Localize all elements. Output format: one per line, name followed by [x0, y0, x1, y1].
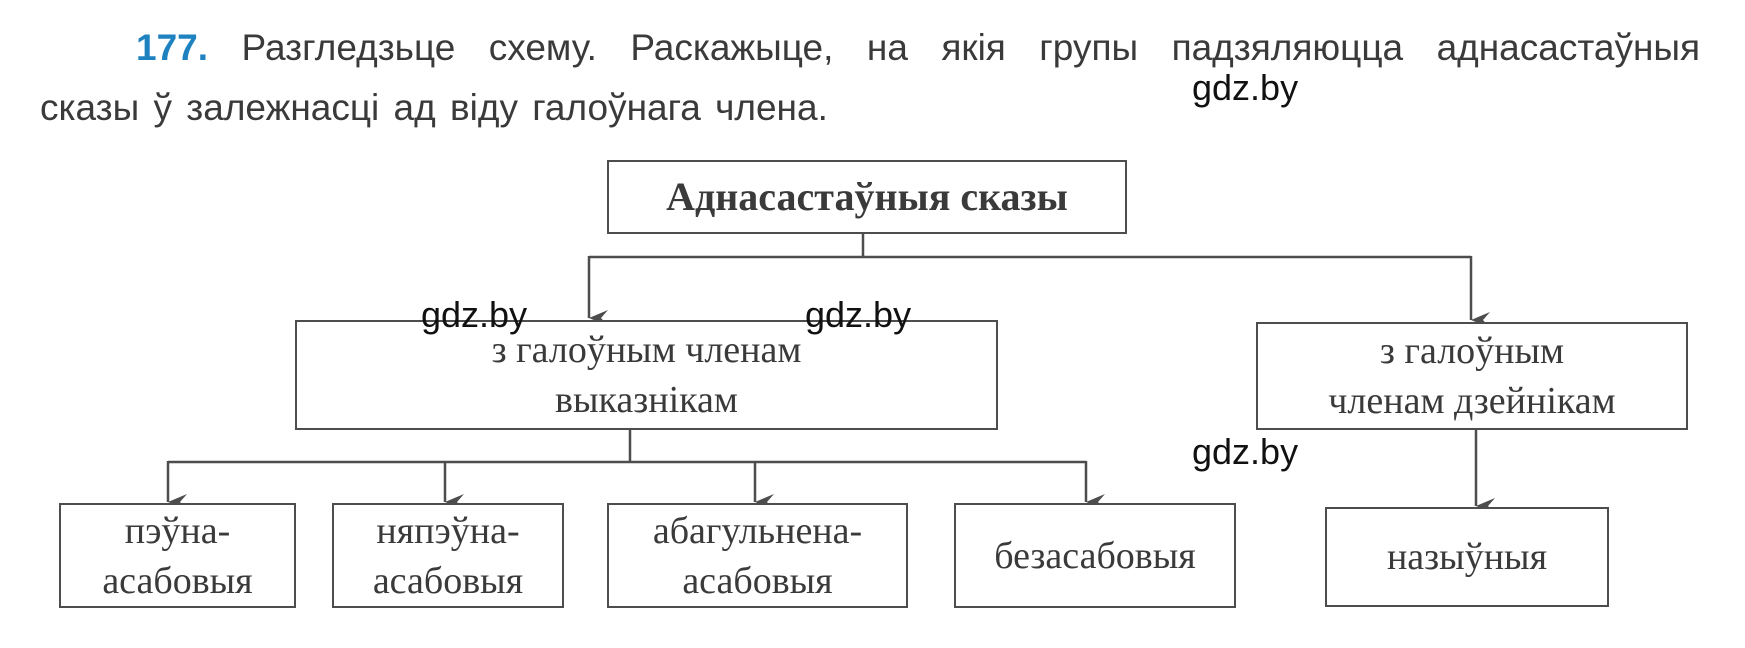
- task-text: 177. Разгледзьце схему. Раскажыце, на як…: [40, 18, 1700, 138]
- indefinite-personal-line-1: няпэўна-: [376, 509, 520, 552]
- indefinite-personal-line-2: асабовыя: [372, 559, 524, 602]
- indefinite-personal-box: няпэўна- асабовыя: [332, 503, 564, 608]
- subject-branch-line-1: з галоўным: [1379, 330, 1565, 372]
- definite-personal-line-1: пэўна-: [124, 509, 231, 552]
- watermark: gdz.by: [805, 294, 912, 335]
- impersonal-box: безасабовыя: [954, 503, 1236, 608]
- task-line-1-text: Разгледзьце схему. Раскажыце, на якія гр…: [241, 27, 1701, 68]
- root-box: Аднасастаўныя сказы: [607, 160, 1127, 234]
- watermark: gdz.by: [1192, 431, 1299, 472]
- nominative-label: назыўныя: [1386, 536, 1548, 578]
- generalized-personal-box: абагульнена- асабовыя: [607, 503, 908, 608]
- predicate-branch-box: з галоўным членам выказнікам: [295, 320, 998, 430]
- root-label: Аднасастаўныя сказы: [666, 174, 1068, 219]
- task-number: 177.: [136, 27, 209, 68]
- impersonal-label: безасабовыя: [994, 534, 1196, 577]
- subject-branch-line-2: членам дзейнікам: [1328, 380, 1616, 422]
- task-line-2: сказы ў залежнасці ад віду галоўнага чле…: [40, 87, 828, 128]
- definite-personal-box: пэўна- асабовыя: [59, 503, 296, 608]
- predicate-branch-line-2: выказнікам: [555, 379, 738, 421]
- generalized-personal-line-2: асабовыя: [682, 559, 833, 602]
- generalized-personal-line-1: абагульнена-: [652, 509, 863, 552]
- predicate-branch-line-1: з галоўным членам: [491, 329, 802, 371]
- task-line-1: 177. Разгледзьце схему. Раскажыце, на як…: [40, 18, 1700, 78]
- watermark: gdz.by: [1192, 67, 1299, 108]
- nominative-box: назыўныя: [1325, 507, 1609, 607]
- subject-branch-box: з галоўным членам дзейнікам: [1256, 322, 1688, 430]
- watermark: gdz.by: [421, 294, 528, 335]
- definite-personal-line-2: асабовыя: [102, 559, 253, 602]
